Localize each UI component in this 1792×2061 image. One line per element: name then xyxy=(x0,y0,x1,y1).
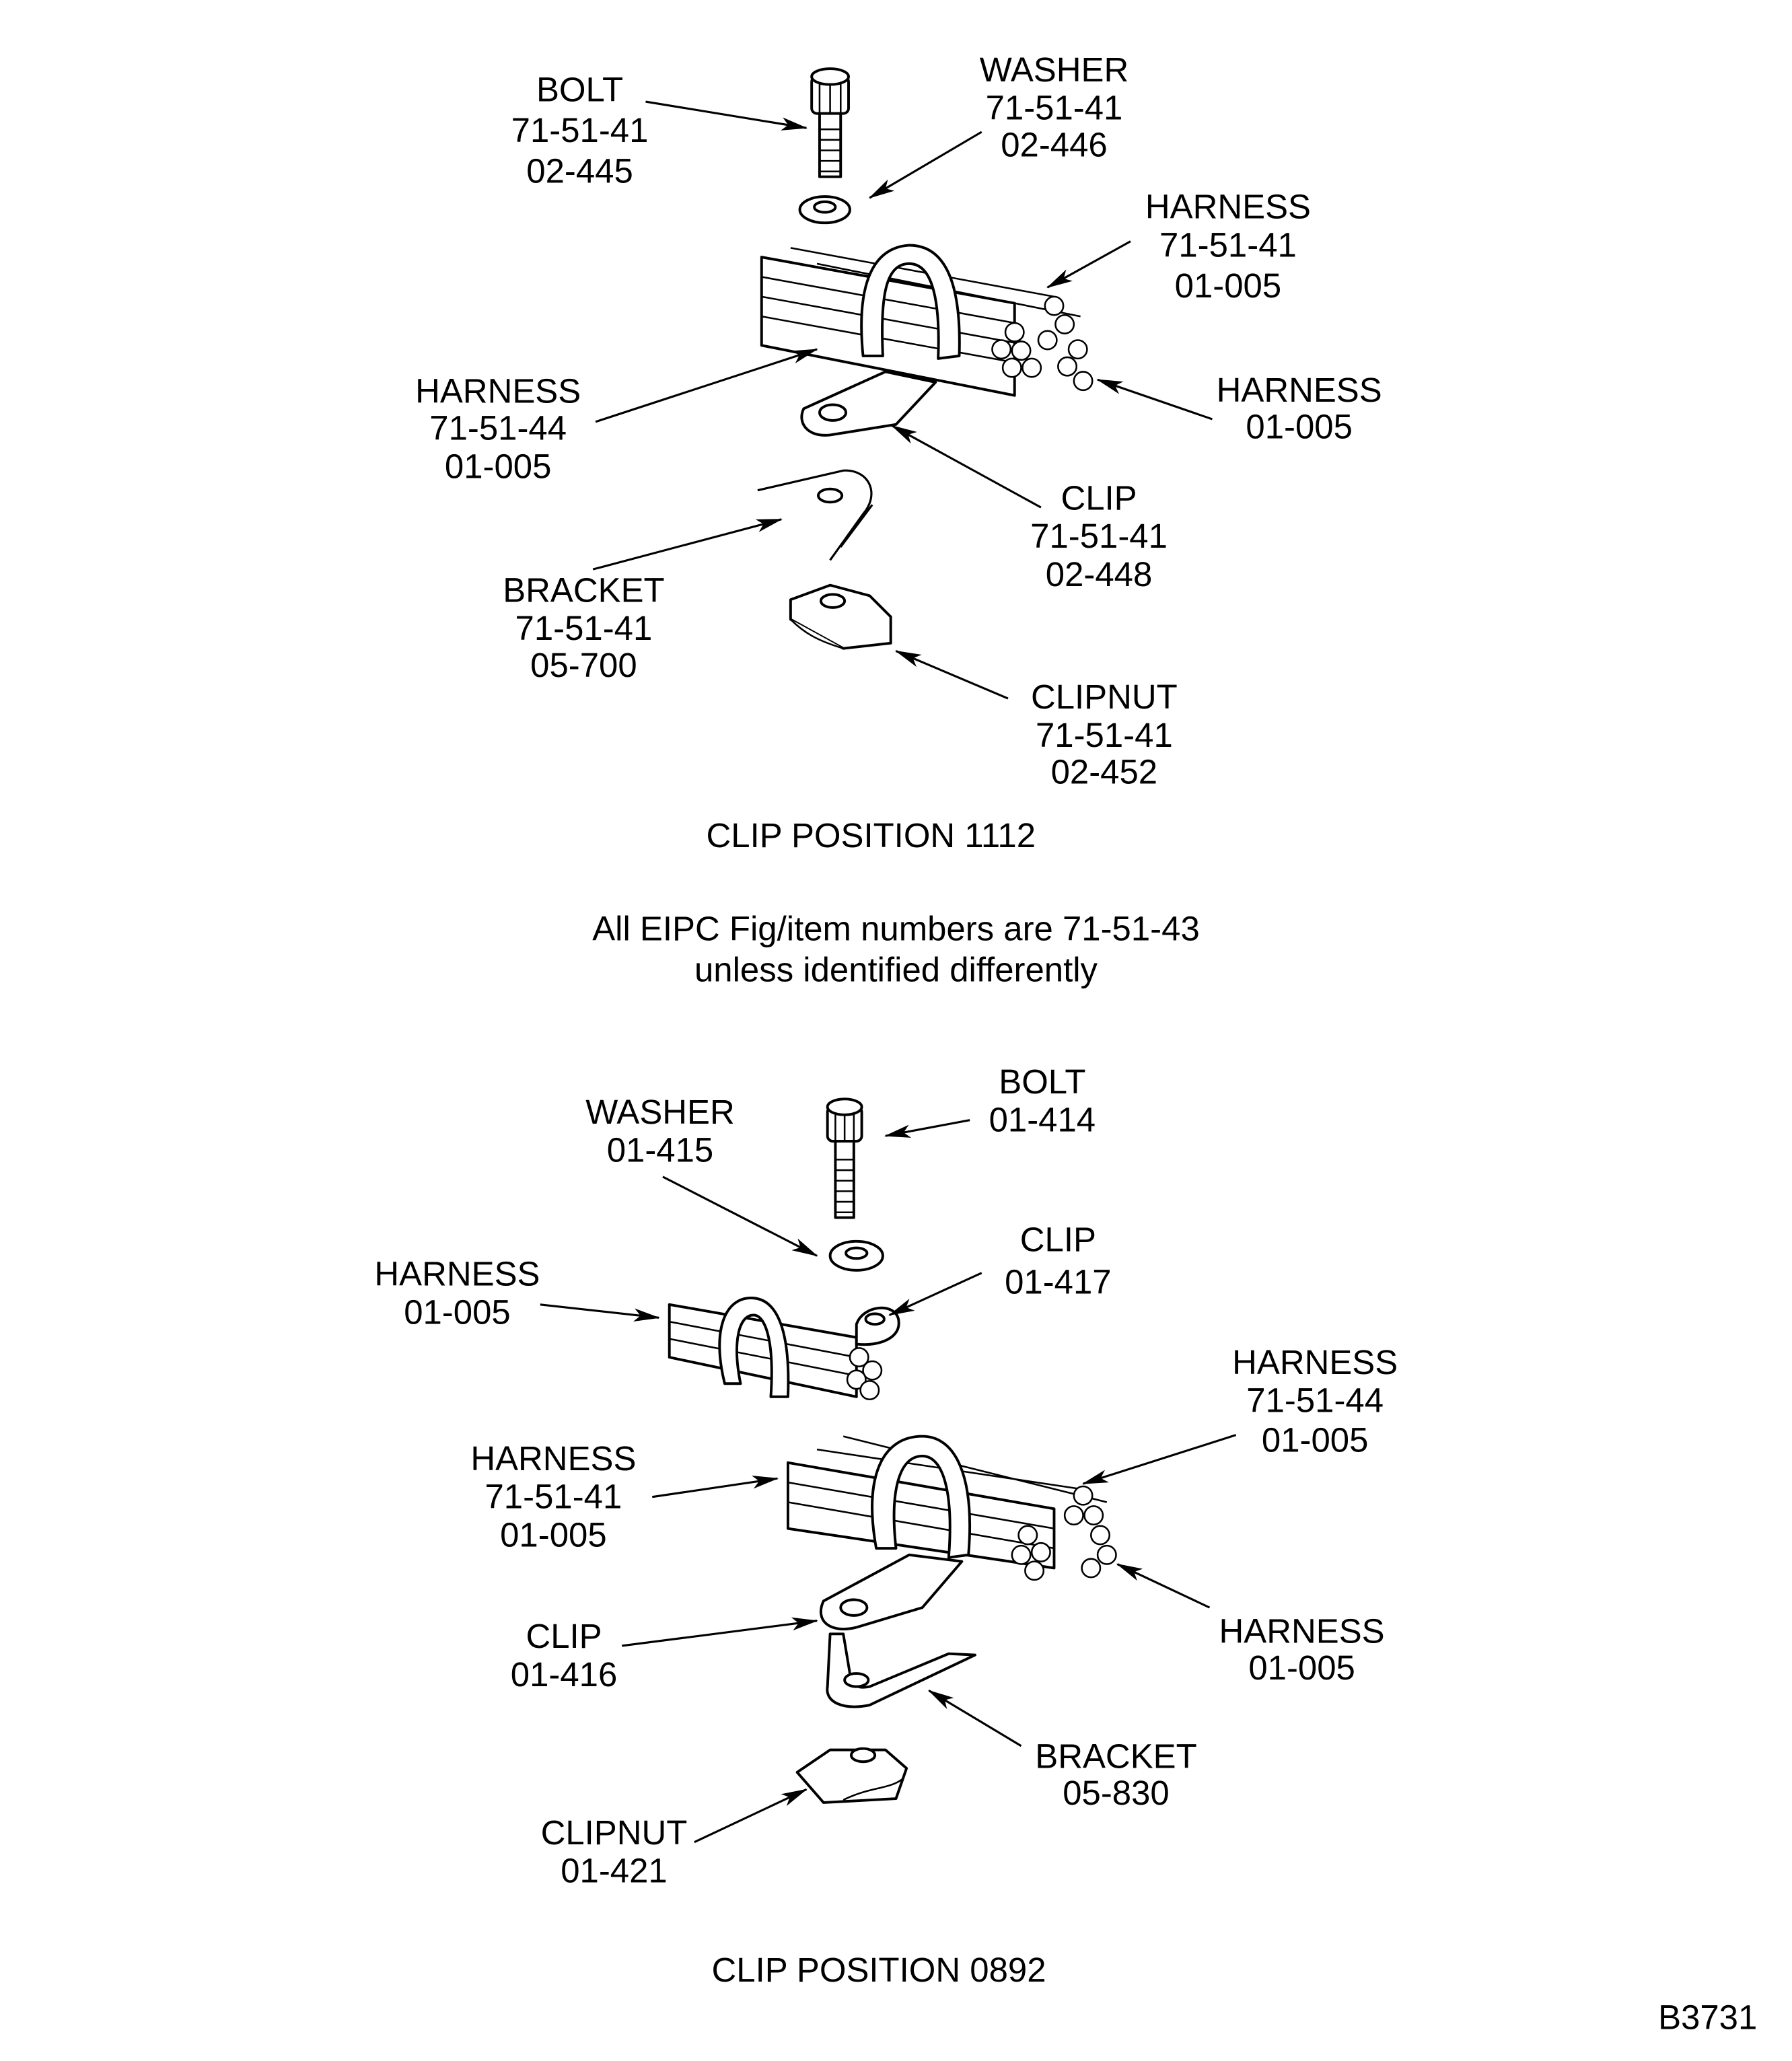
arrow-clip-lower xyxy=(622,1617,818,1647)
top-bracket-drawing xyxy=(757,469,873,561)
arrow-harness-lower-right xyxy=(1116,1563,1211,1609)
top-bolt-drawing xyxy=(810,67,850,178)
bottom-small-harness-drawing xyxy=(668,1297,900,1401)
arrow-harness-left xyxy=(595,348,818,423)
bottom-clipnut-drawing xyxy=(795,1747,908,1804)
top-clip-drawing xyxy=(800,244,961,437)
arrow-harness-small xyxy=(540,1303,660,1322)
arrow-bracket xyxy=(927,1690,1022,1747)
arrow-clipnut xyxy=(894,650,1009,700)
arrow-washer xyxy=(662,1176,818,1257)
arrow-clip xyxy=(890,425,1042,509)
figure-id: B3731 xyxy=(1658,1998,1757,2036)
bottom-washer-drawing xyxy=(828,1239,884,1272)
top-caption: CLIP POSITION 1112 xyxy=(707,816,1036,855)
arrow-harness-lower-right xyxy=(1096,378,1213,421)
bottom-bolt-drawing xyxy=(826,1097,863,1219)
bottom-large-harness-drawing xyxy=(786,1435,1117,1581)
arrow-clip-upper xyxy=(888,1272,982,1316)
bottom-leader-arrows xyxy=(540,1119,1237,1844)
top-leader-arrows xyxy=(592,100,1213,700)
bottom-clip-drawing xyxy=(819,1553,964,1631)
top-clipnut-drawing xyxy=(789,583,892,650)
arrow-harness-left xyxy=(652,1475,779,1498)
arrow-harness-upper-right xyxy=(1081,1434,1237,1485)
bottom-caption: CLIP POSITION 0892 xyxy=(712,1951,1046,1989)
arrow-washer xyxy=(868,131,982,199)
arrow-bracket xyxy=(592,518,783,571)
bottom-bracket-drawing xyxy=(826,1632,976,1708)
arrow-harness-upper-right xyxy=(1046,240,1131,289)
top-washer-drawing xyxy=(798,195,851,225)
arrow-clipnut xyxy=(694,1788,808,1844)
arrow-bolt xyxy=(884,1119,970,1138)
arrow-bolt xyxy=(645,100,808,131)
